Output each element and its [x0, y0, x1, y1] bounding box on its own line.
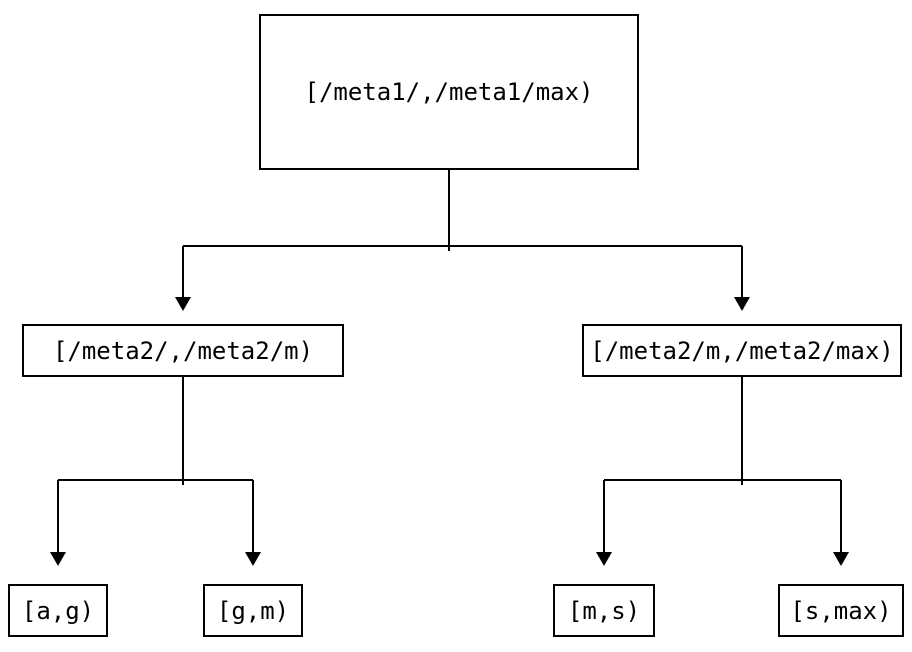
node-label: [s,max) [790, 596, 892, 625]
node-label: [g,m) [216, 596, 290, 625]
node-leaf-m-s: [m,s) [553, 584, 655, 637]
edge-meta2-low-children [50, 377, 261, 566]
arrowhead-down-icon [50, 552, 66, 566]
node-label: [a,g) [21, 596, 95, 625]
node-meta2-high-interval: [/meta2/m,/meta2/max) [582, 324, 902, 377]
edge-meta2-high-children [596, 377, 849, 566]
node-label: [m,s) [567, 596, 641, 625]
edge-root-children [175, 170, 750, 311]
node-leaf-s-max: [s,max) [778, 584, 904, 637]
node-label: [/meta2/,/meta2/m) [52, 336, 314, 365]
node-label: [/meta1/,/meta1/max) [304, 78, 594, 106]
node-label: [/meta2/m,/meta2/max) [590, 336, 894, 365]
arrowhead-down-icon [833, 552, 849, 566]
arrowhead-down-icon [245, 552, 261, 566]
node-leaf-a-g: [a,g) [8, 584, 108, 637]
node-root-interval: [/meta1/,/meta1/max) [259, 14, 639, 170]
arrowhead-down-icon [596, 552, 612, 566]
node-meta2-low-interval: [/meta2/,/meta2/m) [22, 324, 344, 377]
arrowhead-down-icon [175, 297, 191, 311]
arrowhead-down-icon [734, 297, 750, 311]
node-leaf-g-m: [g,m) [203, 584, 303, 637]
